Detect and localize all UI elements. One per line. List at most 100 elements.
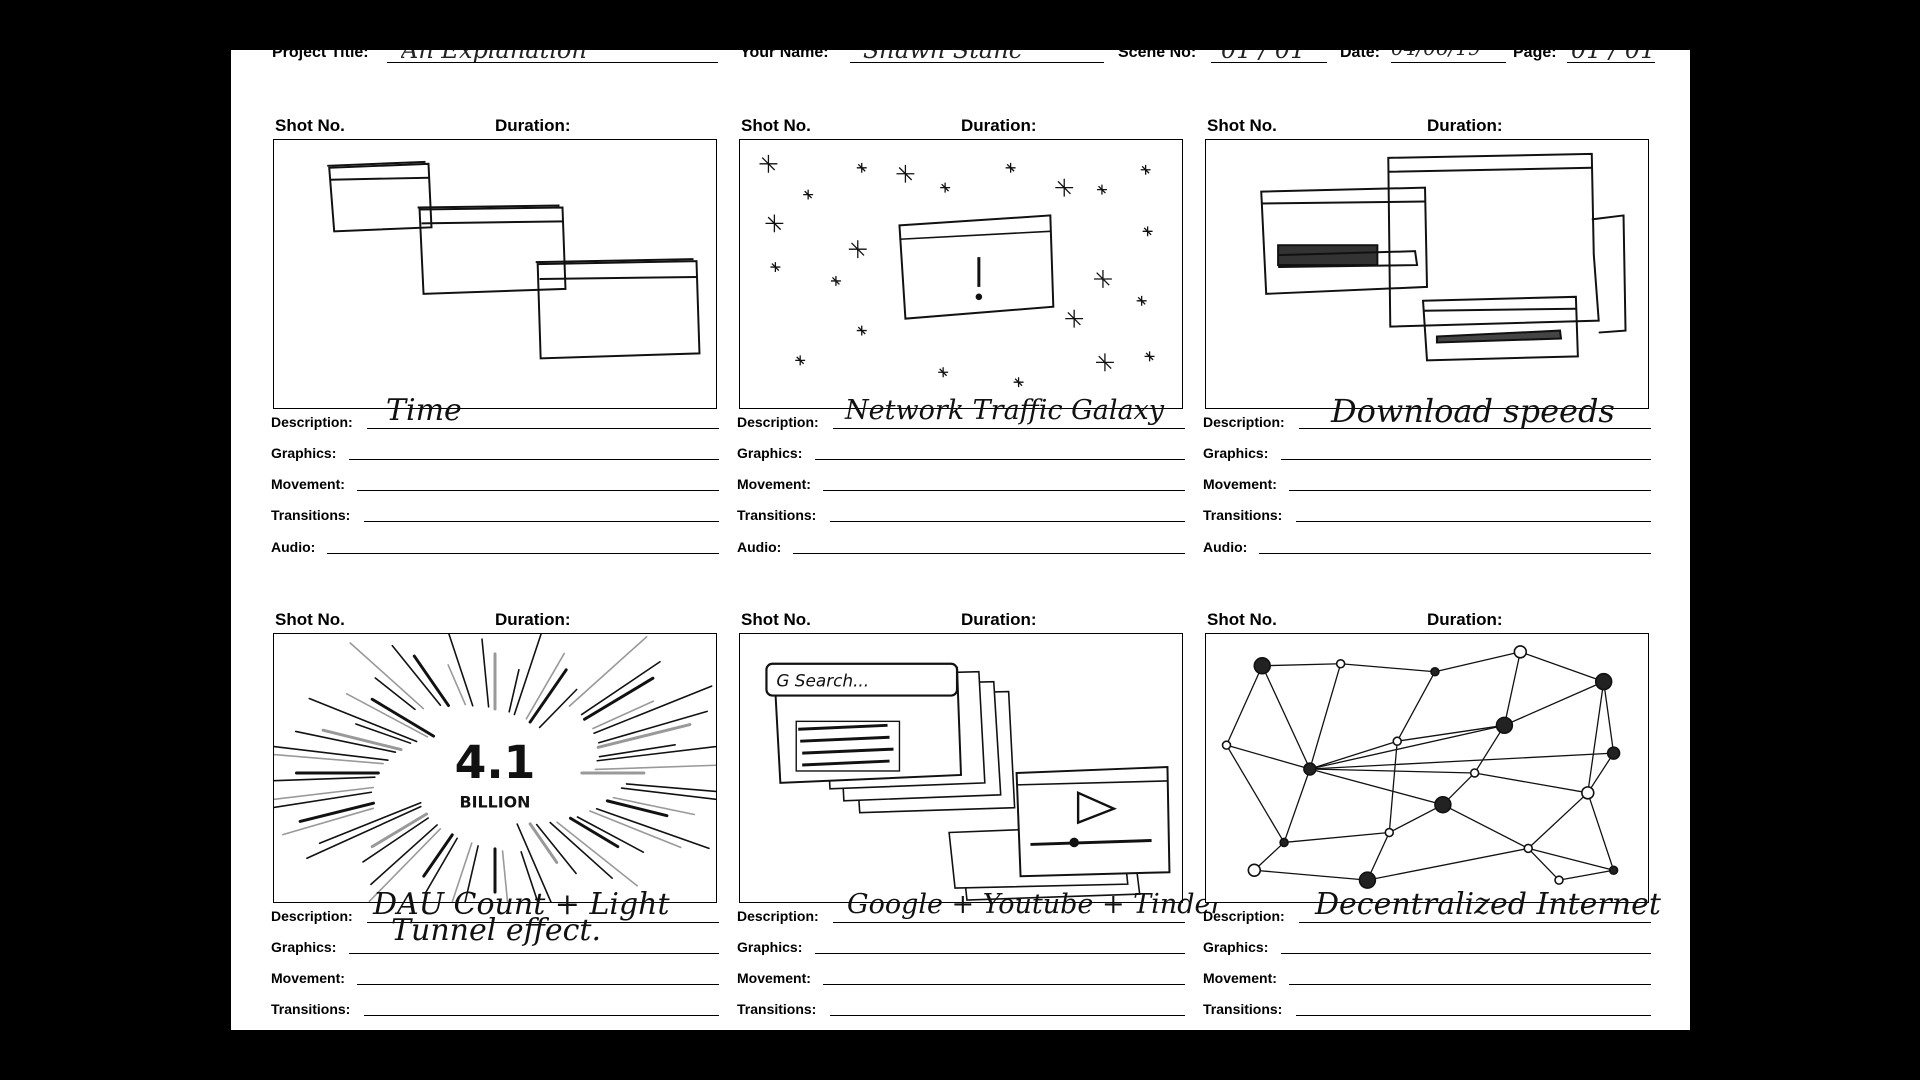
light-ray [464,845,479,902]
page-label: Page: [1513,50,1557,61]
light-ray [412,654,450,708]
light-ray [508,668,520,713]
graphics-line [815,459,1185,460]
page-value: 01 / 01 [1571,50,1655,62]
light-ray [448,634,474,707]
star-mark [1005,162,1016,173]
network-node [1279,837,1289,848]
movement-field: Movement: [271,474,719,494]
light-ray [605,799,669,818]
network-node [1434,795,1452,814]
movement-line [357,984,719,985]
network-edge [1261,665,1311,770]
description-handwriting: Decentralized Internet [1315,887,1661,922]
network-edge [1587,752,1615,794]
star-mark [1144,351,1155,362]
duration-label: Duration: [1427,116,1503,135]
network-edge [1520,651,1604,683]
network-edge [1309,663,1342,770]
transitions-field: Transitions: [737,999,1185,1019]
network-node [1554,875,1564,885]
sketch-frame [273,139,717,409]
graphics-field: Graphics: [1203,937,1651,957]
movement-field: Movement: [271,968,719,988]
your-name-value: Shawn Stanc [863,50,1093,62]
star-mark [1055,178,1074,197]
sketch-browser-windows: G Search... [765,662,1171,901]
description-label: Description: [737,414,819,430]
network-edge [1309,768,1475,774]
network-node [1469,768,1480,778]
movement-field: Movement: [1203,474,1651,494]
light-ray [580,660,661,716]
star-mark [830,275,841,286]
network-edge [1262,663,1341,667]
description-label: Description: [1203,414,1285,430]
transitions-label: Transitions: [1203,507,1283,523]
transitions-field: Transitions: [1203,999,1651,1019]
audio-label: Audio: [271,539,316,555]
light-ray [374,677,416,711]
network-edge [1309,724,1505,770]
network-edge [1283,768,1311,843]
graphics-line [1281,953,1651,954]
sketch-frame [1205,139,1649,409]
description-handwriting: DAU Count + Light [373,887,670,922]
sketch-count-unit: BILLION [460,793,531,812]
movement-line [823,984,1185,985]
network-node [1608,865,1619,876]
network-node [1523,843,1534,854]
network-edge [1225,744,1285,843]
scene-no-line [1211,62,1327,63]
network-node [1495,716,1514,735]
transitions-line [830,1015,1185,1016]
project-title-label: Project Title: [272,50,369,61]
network-edge [1558,869,1614,881]
duration-label: Duration: [961,610,1037,629]
transitions-label: Transitions: [1203,1001,1283,1017]
light-ray [594,764,716,771]
header-row: Project Title: An Explanation Your Name:… [231,50,1690,86]
network-edge [1397,724,1505,742]
graphics-field: Graphics: [737,443,1185,463]
graphics-field: Graphics: [271,937,719,957]
sketch-overlapping-windows [327,160,701,360]
transitions-line [1296,1015,1651,1016]
network-node [1358,871,1377,889]
light-ray [582,676,655,721]
movement-line [357,490,719,491]
light-ray [598,710,708,744]
sketch-download-windows [1260,152,1627,362]
light-ray [549,821,613,879]
network-edge [1309,768,1444,806]
network-edge [1366,832,1390,881]
light-ray [345,692,429,738]
light-ray [556,821,638,887]
audio-field: Audio: [271,537,719,557]
description-field: Description: DAU Count + Light Tunnel ef… [271,890,719,946]
sketch-network-graph [1221,645,1621,889]
network-node [1384,827,1395,838]
light-ray [321,728,403,752]
network-node [1392,736,1402,746]
light-ray [538,688,578,729]
network-node [1513,645,1528,659]
network-edge [1503,651,1521,726]
scene-no-value: 01 / 01 [1221,50,1321,62]
movement-field: Movement: [737,474,1185,494]
network-edge [1309,740,1398,770]
light-ray [391,644,442,707]
shot-no-label: Shot No. [1207,116,1277,135]
star-mark [803,189,814,200]
star-mark [1142,226,1153,237]
light-ray [451,842,473,902]
light-ray [568,816,620,849]
network-edge [1284,831,1390,844]
description-line [367,922,719,923]
network-edge [1309,752,1614,770]
sketch-alert-galaxy [759,154,1155,388]
movement-label: Movement: [737,970,811,986]
light-ray [306,805,422,860]
your-name-label: Your Name: [740,50,829,61]
audio-label: Audio: [737,539,782,555]
